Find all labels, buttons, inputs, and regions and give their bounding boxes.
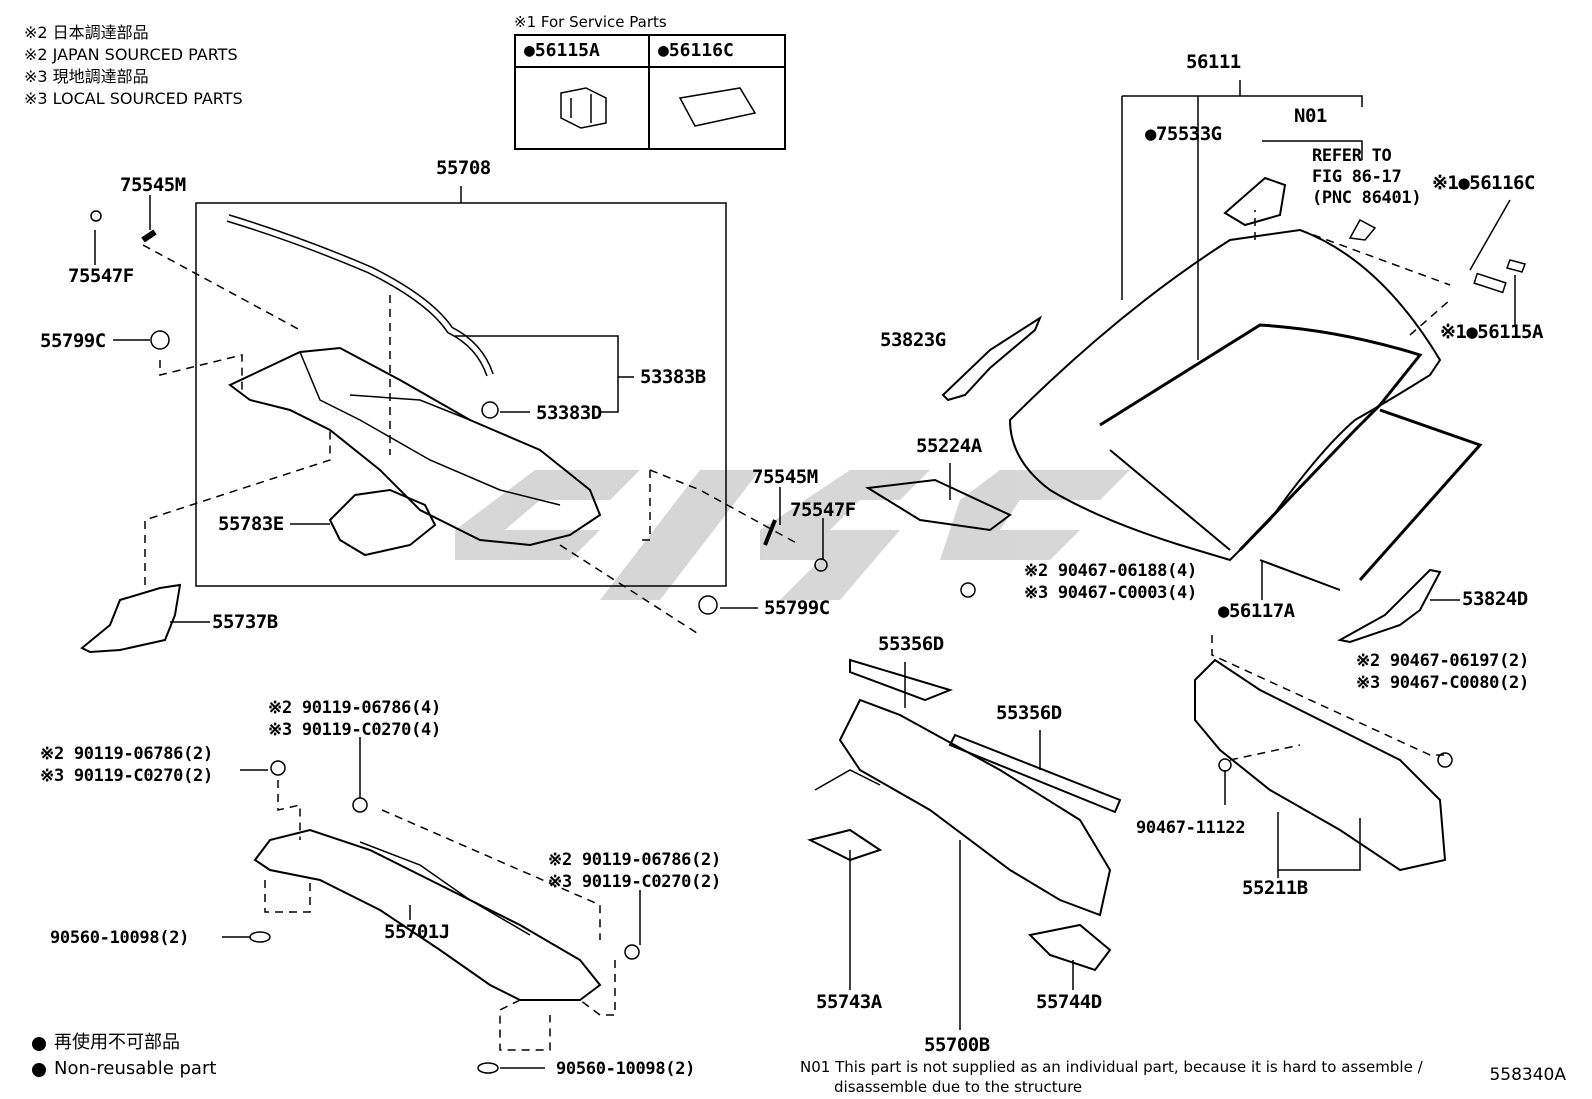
watermark-logo — [455, 470, 1130, 600]
service-parts-table: ●56115A ●56116C — [514, 34, 786, 150]
label-90119-C0270-2-left: ※3 90119-C0270(2) — [40, 766, 213, 786]
label-55211B: 55211B — [1242, 877, 1308, 899]
label-90119-06786-2-right: ※2 90119-06786(2) — [548, 850, 721, 870]
label-56111: 56111 — [1186, 51, 1241, 73]
label-90467-C0003: ※3 90467-C0003(4) — [1024, 583, 1197, 603]
label-55700B: 55700B — [924, 1034, 990, 1056]
label-55783E: 55783E — [218, 513, 284, 535]
label-56115A: ※1●56115A — [1440, 321, 1543, 343]
label-55356D-upper: 55356D — [878, 633, 944, 655]
legend-non-reusable-jp: 再使用不可部品 — [54, 1032, 180, 1053]
label-90467-06197: ※2 90467-06197(2) — [1356, 651, 1529, 671]
label-55701J: 55701J — [384, 921, 450, 943]
label-75545M-right: 75545M — [752, 466, 818, 488]
label-90467-06188: ※2 90467-06188(4) — [1024, 561, 1197, 581]
label-55356D-lower: 55356D — [996, 702, 1062, 724]
label-55708: 55708 — [436, 157, 491, 179]
label-90119-06786-4: ※2 90119-06786(4) — [268, 698, 441, 718]
label-refer-to: REFER TO — [1312, 146, 1392, 166]
label-N01: N01 — [1294, 105, 1327, 127]
label-55737B: 55737B — [212, 611, 278, 633]
note-local-sourced-jp: ※3 現地調達部品 — [24, 67, 149, 86]
footnote-line-2: disassemble due to the structure — [834, 1078, 1083, 1096]
pad-icon — [678, 87, 757, 127]
note-jp-sourced-jp: ※2 日本調達部品 — [24, 23, 149, 42]
label-75547F-right: 75547F — [790, 499, 856, 521]
document-id: 558340A — [1489, 1065, 1566, 1085]
label-53824D: 53824D — [1462, 588, 1528, 610]
service-part-right-label: ●56116C — [650, 36, 784, 68]
service-parts-box: ※1 For Service Parts ●56115A ●56116C — [514, 10, 786, 150]
footnote-line-1: N01 This part is not supplied as an indi… — [800, 1058, 1423, 1076]
service-part-clip-image — [516, 68, 650, 148]
note-jp-sourced-en: ※2 JAPAN SOURCED PARTS — [24, 45, 238, 64]
label-53383B: 53383B — [640, 366, 706, 388]
label-56117A: ●56117A — [1218, 600, 1295, 622]
label-53823G: 53823G — [880, 329, 946, 351]
label-refer-fig: FIG 86-17 — [1312, 167, 1402, 187]
clip-icon — [560, 87, 607, 129]
label-55744D: 55744D — [1036, 991, 1102, 1013]
service-part-pad-image — [650, 68, 784, 148]
service-part-left-label: ●56115A — [516, 36, 650, 68]
label-55799C-right: 55799C — [764, 597, 830, 619]
label-55224A: 55224A — [916, 435, 982, 457]
label-90467-C0080: ※3 90467-C0080(2) — [1356, 673, 1529, 693]
note-local-sourced-en: ※3 LOCAL SOURCED PARTS — [24, 89, 243, 108]
label-90119-C0270-4: ※3 90119-C0270(4) — [268, 720, 441, 740]
label-75545M-left: 75545M — [120, 174, 186, 196]
legend-non-reusable-en: Non-reusable part — [54, 1058, 217, 1079]
label-75533G: ●75533G — [1145, 123, 1222, 145]
label-75547F-left: 75547F — [68, 265, 134, 287]
label-refer-pnc: (PNC 86401) — [1312, 188, 1422, 208]
service-parts-title: ※1 For Service Parts — [514, 13, 667, 31]
label-55743A: 55743A — [816, 991, 882, 1013]
label-90560-10098-right: 90560-10098(2) — [556, 1059, 696, 1079]
label-90119-C0270-2-right: ※3 90119-C0270(2) — [548, 872, 721, 892]
label-53383D: 53383D — [536, 402, 602, 424]
label-90467-11122: 90467-11122 — [1136, 818, 1246, 838]
label-90560-10098-left: 90560-10098(2) — [50, 928, 190, 948]
label-55799C-left: 55799C — [40, 330, 106, 352]
label-90119-06786-2-left: ※2 90119-06786(2) — [40, 744, 213, 764]
label-56116C: ※1●56116C — [1432, 172, 1535, 194]
